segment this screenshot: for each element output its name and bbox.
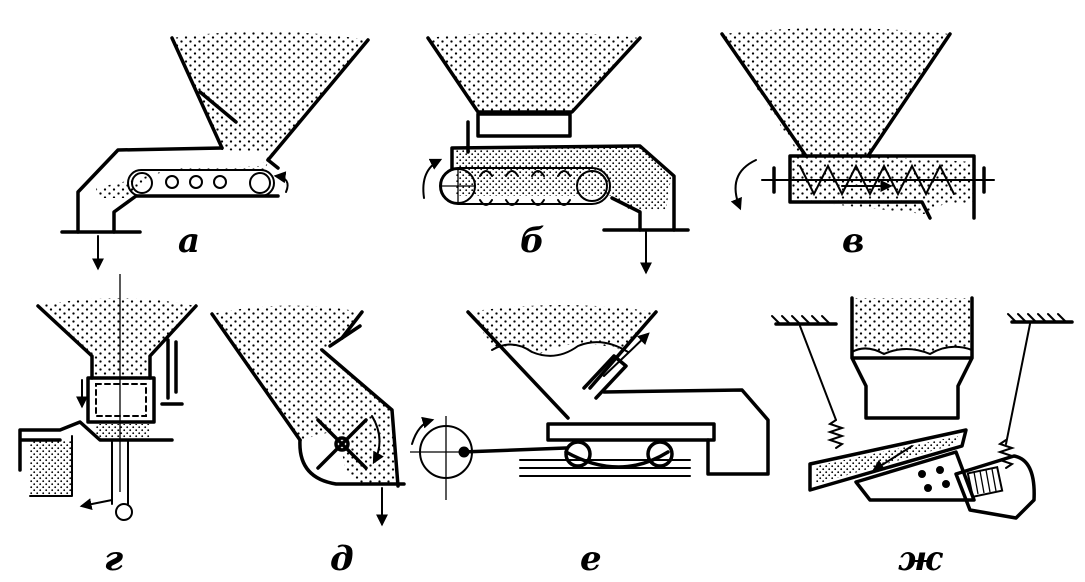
label-e: е xyxy=(580,539,602,579)
hopper-g-outline xyxy=(36,304,198,380)
tray-e-carriage xyxy=(564,450,670,469)
rotor-g-inner xyxy=(95,383,147,417)
label-g: г xyxy=(104,539,123,579)
label-b: б xyxy=(520,221,545,261)
hopper-zh-outline xyxy=(850,296,974,420)
gate-d xyxy=(328,324,362,348)
roller-a-left xyxy=(131,172,153,194)
hopper-b-material xyxy=(428,32,640,112)
motor-zh-coil-lines xyxy=(973,468,997,495)
rotor-g-housing xyxy=(86,376,156,424)
spring-zh-left xyxy=(826,419,846,449)
rotation-arrow-e xyxy=(411,416,435,445)
trough-b-material xyxy=(456,146,672,210)
table-g-supports xyxy=(29,435,129,505)
vibrator-zh-body xyxy=(854,450,976,502)
apron-b-plates xyxy=(479,170,571,206)
vibrator-zh-bolt-4 xyxy=(942,480,950,488)
rotation-arrow-v xyxy=(730,159,757,211)
star-rotor-d-hub xyxy=(334,436,350,452)
flow-arrow-zh xyxy=(871,445,913,472)
sprocket-b-axis xyxy=(441,169,475,203)
rotation-arrow-d xyxy=(371,415,384,465)
label-v: в xyxy=(842,221,864,261)
crank-e-pin xyxy=(458,446,470,458)
tray-e xyxy=(546,422,716,442)
flow-arrow-g-out xyxy=(79,498,113,511)
hopper-zh-material xyxy=(852,298,972,354)
sprocket-b-right xyxy=(576,170,608,202)
feeder-e-reciprocating: е xyxy=(410,305,770,579)
wheel-e-right xyxy=(646,440,674,468)
label-d: д xyxy=(330,539,354,579)
hopper-v-outline xyxy=(720,32,952,158)
hopper-d-material xyxy=(212,305,398,484)
spring-zh-right xyxy=(996,439,1016,469)
feeder-v-screw: в xyxy=(720,28,995,261)
hopper-zh-level xyxy=(851,345,973,356)
vibrator-zh-bolt-1 xyxy=(918,470,926,478)
gate-e-arrow xyxy=(603,332,650,377)
housing-d xyxy=(298,438,406,486)
tray-zh-material xyxy=(816,436,958,484)
label-zh: ж xyxy=(898,539,944,579)
connecting-rod-e xyxy=(460,446,568,454)
vibrator-zh-bolt-3 xyxy=(924,484,932,492)
hopper-e-outline xyxy=(466,310,770,476)
roller-a-right xyxy=(249,172,271,194)
trough-b-outline xyxy=(450,144,676,232)
ceiling-zh-right-hatch xyxy=(1007,313,1067,323)
gauge-g xyxy=(160,338,184,406)
motor-zh-coil xyxy=(966,465,1004,499)
hopper-e-level xyxy=(491,341,629,357)
feeder-g-rotary: г xyxy=(18,274,198,579)
screw-flights-v xyxy=(799,163,955,197)
feeder-b-apron: б xyxy=(422,32,690,275)
feeder-a-belt: а xyxy=(60,31,370,271)
hanger-zh-right xyxy=(1005,323,1031,445)
tray-e-rails xyxy=(519,459,691,477)
gate-a xyxy=(198,90,238,124)
gate-b xyxy=(476,112,572,138)
motor-zh xyxy=(954,454,1036,520)
hanger-zh-left xyxy=(799,325,837,421)
wheel-e-left xyxy=(564,440,592,468)
tray-zh xyxy=(808,428,968,492)
hopper-d-outline xyxy=(210,310,400,488)
hopper-b-outline xyxy=(426,36,642,114)
screw-bearing-v xyxy=(772,166,986,194)
rotation-arrow-b xyxy=(422,158,443,199)
idler-a-1 xyxy=(165,175,179,189)
hopper-g-material xyxy=(38,298,196,378)
table-g-material xyxy=(30,424,150,496)
rotation-arrow-a xyxy=(273,171,289,193)
hopper-a-outline xyxy=(170,36,370,162)
hopper-e-material xyxy=(468,305,656,354)
ceiling-zh-left-hatch xyxy=(771,315,831,325)
feeder-d-star: д xyxy=(210,305,406,579)
hopper-a-material xyxy=(96,31,368,198)
drive-g xyxy=(115,503,133,521)
idler-a-2 xyxy=(189,175,203,189)
vibrator-zh-bolt-2 xyxy=(936,466,944,474)
idler-a-3 xyxy=(213,175,227,189)
star-rotor-d-blades xyxy=(316,418,368,470)
label-a: а xyxy=(178,221,200,261)
feeder-zh-vibratory: ж xyxy=(771,296,1074,579)
